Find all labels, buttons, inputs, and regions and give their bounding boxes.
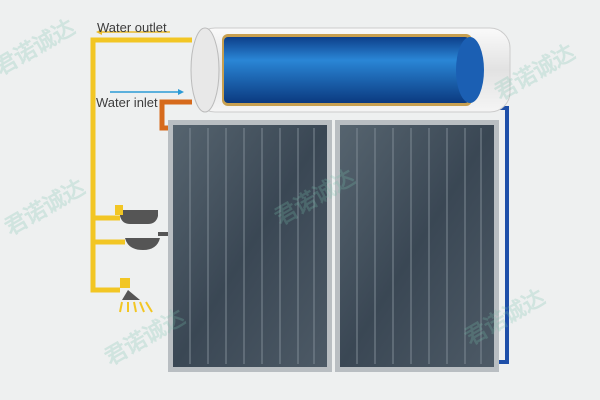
storage-tank (190, 27, 511, 113)
solar-collector-right (335, 120, 499, 372)
collector-return-pipe (498, 106, 509, 364)
collector-feed-pipe (159, 99, 192, 131)
basin-icon (125, 232, 168, 250)
solar-collector-left (168, 120, 332, 372)
water-inlet-label: Water inlet (96, 95, 158, 110)
hot-water-pipe (90, 37, 192, 293)
outlet-arrow (96, 29, 170, 35)
water-outlet-label: Water outlet (97, 20, 167, 35)
shower-icon (119, 278, 153, 313)
bathtub-icon (115, 205, 158, 224)
inlet-arrow (110, 89, 184, 95)
